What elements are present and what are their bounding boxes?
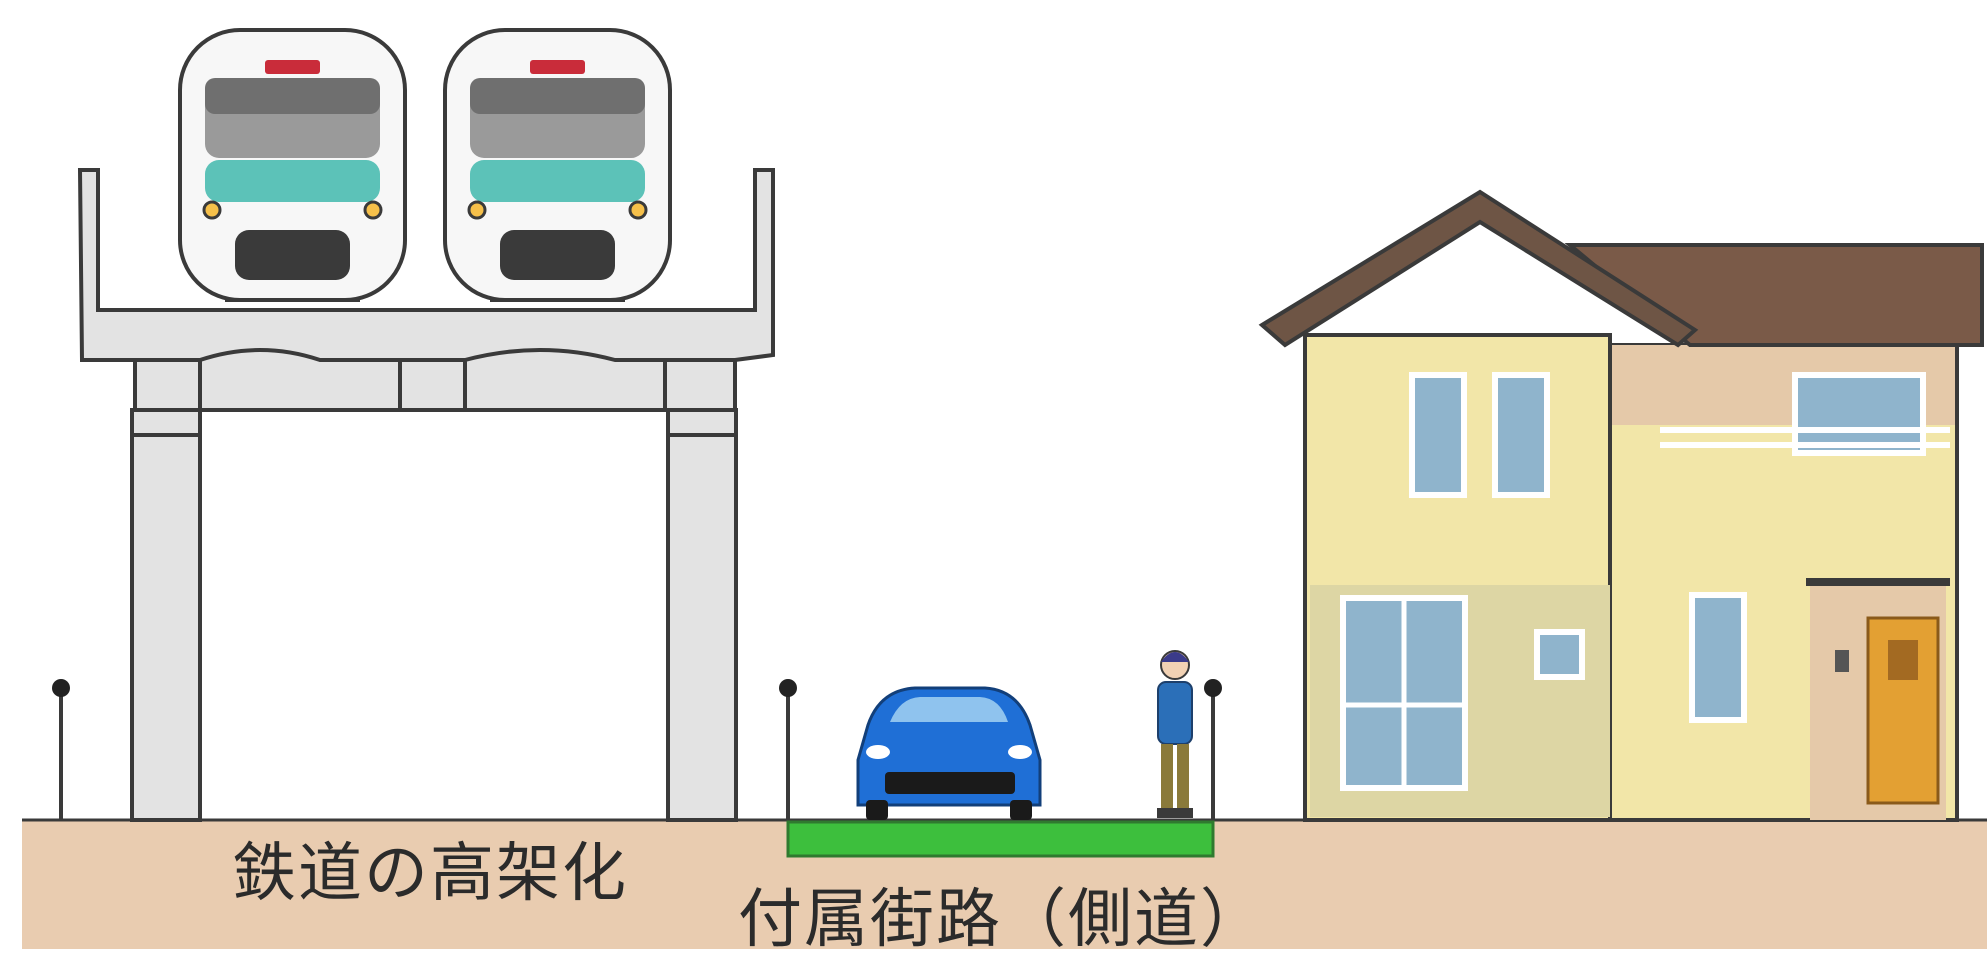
street-lamp-road-left <box>779 679 797 820</box>
street-lamp-road-right <box>1204 679 1222 820</box>
street-lamp-left <box>52 679 70 820</box>
train-front-1 <box>178 28 407 302</box>
train-front-2 <box>443 28 672 302</box>
elevated-railway-label: 鉄道の高架化 <box>232 837 628 911</box>
side-road-strip <box>786 820 1215 858</box>
pedestrian <box>1157 650 1193 818</box>
car <box>856 686 1042 820</box>
elevated-viaduct <box>77 168 775 822</box>
side-road-label: 付属街路（側道） <box>738 883 1266 957</box>
house <box>1258 189 1984 822</box>
